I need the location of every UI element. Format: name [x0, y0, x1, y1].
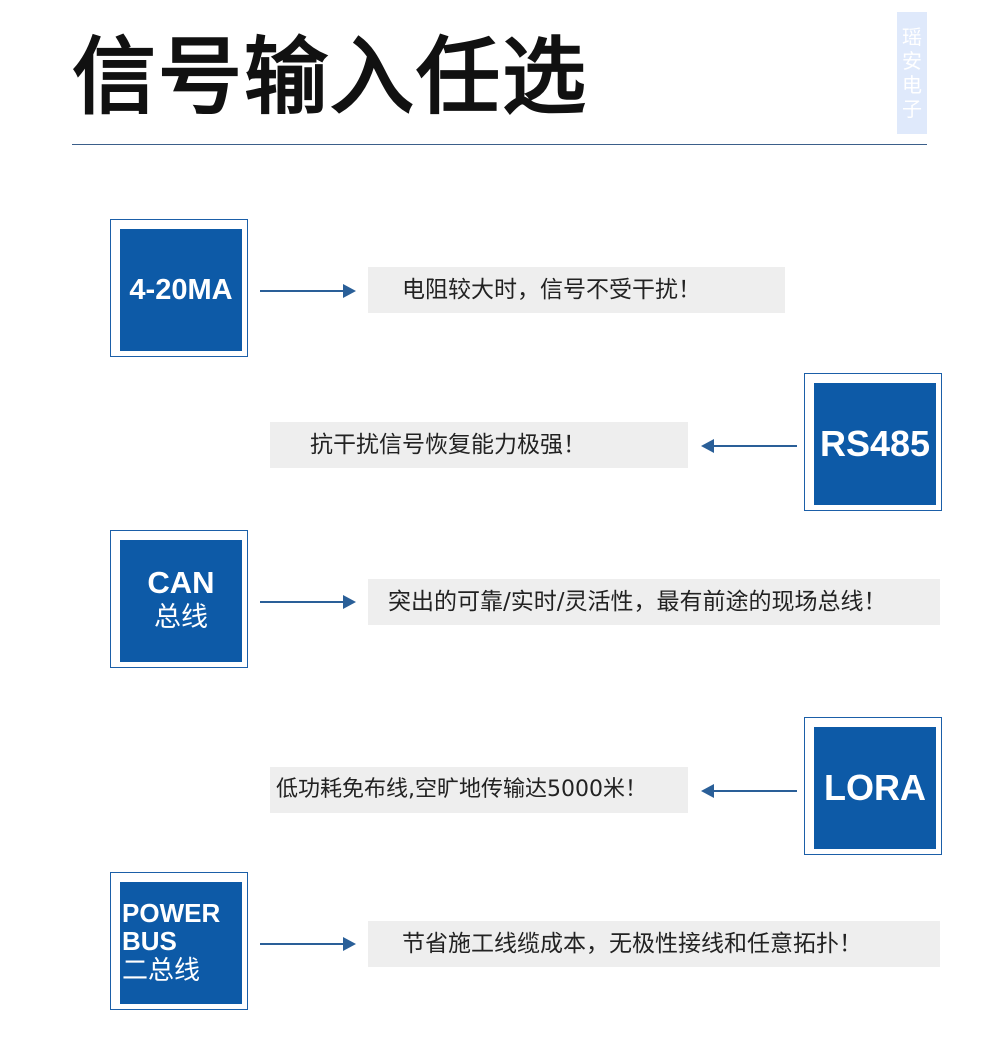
title-divider [72, 144, 927, 145]
signal-box-label: CAN [147, 565, 215, 600]
signal-box-4-20ma: 4-20MA [110, 219, 248, 357]
signal-box-can: CAN 总线 [110, 530, 248, 668]
arrow-left-icon [701, 783, 797, 799]
signal-box-label: RS485 [819, 423, 931, 464]
arrow-right-icon [260, 936, 356, 952]
signal-description: 突出的可靠/实时/灵活性，最有前途的现场总线！ [368, 579, 940, 625]
signal-box-label: 4-20MA [129, 273, 233, 306]
watermark-char: 安 [902, 49, 922, 73]
signal-box-label: LORA [824, 767, 926, 808]
signal-box-power-bus: POWER BUS 二总线 [110, 872, 248, 1010]
signal-box-rs485: RS485 [804, 373, 942, 511]
signal-description: 电阻较大时，信号不受干扰！ [368, 267, 785, 313]
arrow-right-icon [260, 283, 356, 299]
page-title: 信号输入任选 [72, 28, 589, 126]
signal-box-sublabel: 总线 [154, 602, 208, 633]
signal-box-inner: 4-20MA [120, 229, 242, 351]
signal-box-inner: LORA [814, 727, 936, 849]
arrow-left-icon [701, 438, 797, 454]
watermark-char: 电 [902, 73, 922, 97]
watermark-char: 瑶 [902, 25, 922, 49]
signal-box-inner: RS485 [814, 383, 936, 505]
signal-box-label: POWER BUS [122, 898, 221, 956]
signal-box-sublabel: 二总线 [122, 956, 201, 986]
signal-description: 节省施工线缆成本，无极性接线和任意拓扑！ [368, 921, 940, 967]
watermark-char: 子 [902, 97, 922, 121]
signal-box-lora: LORA [804, 717, 942, 855]
signal-box-inner: POWER BUS 二总线 [120, 882, 242, 1004]
brand-watermark: 瑶 安 电 子 [897, 12, 927, 134]
signal-box-inner: CAN 总线 [120, 540, 242, 662]
signal-description: 抗干扰信号恢复能力极强！ [270, 422, 688, 468]
signal-description: 低功耗免布线,空旷地传输达5000米！ [270, 767, 688, 813]
arrow-right-icon [260, 594, 356, 610]
